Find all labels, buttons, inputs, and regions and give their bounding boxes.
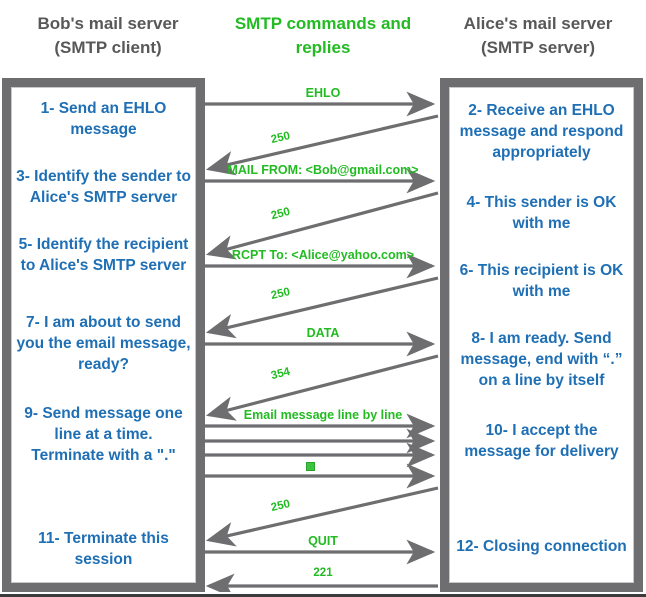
server-step-10: 10- I accept the message for delivery [464,422,619,460]
client-step-3: 3- Identify the sender to Alice's SMTP s… [16,168,191,206]
arrow-250-message-accepted [205,486,439,547]
server-step-8: 8- I am ready. Send message, end with “.… [460,330,623,389]
label-email-message: Email message line by line [243,408,403,422]
label-221: 221 [313,567,333,579]
arrow-250-rcpt-to [205,276,439,339]
bottom-rule [0,594,646,597]
client-step-7: 7- I am about to send you the email mess… [16,314,191,373]
server-step-4: 4- This sender is OK with me [466,194,617,232]
label-ehlo: EHLO [305,86,341,100]
dot-terminator-marker [306,462,315,471]
column-title-server-line2: (SMTP server) [480,38,595,57]
client-panel-inner: 1- Send an EHLO message 3- Identify the … [11,87,196,583]
server-panel: 2- Receive an EHLO message and respond a… [440,78,643,592]
column-title-server: Alice's mail server (SMTP server) [436,12,640,60]
label-mail-from: MAIL FROM: <Bob@gmail.com> [227,163,419,177]
column-title-client-line1: Bob's mail server [37,14,179,33]
server-step-12: 12- Closing connection [456,538,627,555]
server-step-6: 6- This recipient is OK with me [459,262,624,300]
label-rcpt-to: RCPT To: <Alice@yahoo.com> [231,248,415,262]
client-step-11: 11- Terminate this session [38,530,169,568]
label-data: DATA [306,326,340,340]
message-lane: EHLO 250 MAIL FROM: <Bob@gmail.com> 250 … [203,78,443,592]
client-step-1: 1- Send an EHLO message [40,100,167,138]
arrow-250-ehlo [205,114,439,176]
arrow-354 [205,354,439,421]
column-title-client-line2: (SMTP client) [54,38,162,57]
column-title-protocol-line1: SMTP commands and [234,14,412,33]
message-arrows [205,91,439,592]
column-title-server-line1: Alice's mail server [463,14,613,33]
server-panel-inner: 2- Receive an EHLO message and respond a… [449,87,634,583]
client-step-9: 9- Send message one line at a time. Term… [24,405,183,464]
client-panel: 1- Send an EHLO message 3- Identify the … [2,78,205,592]
client-step-5: 5- Identify the recipient to Alice's SMT… [18,236,189,274]
column-title-protocol-line2: replies [295,38,351,57]
arrow-250-mail-from [205,191,439,260]
server-step-2: 2- Receive an EHLO message and respond a… [459,102,624,161]
column-title-protocol: SMTP commands and replies [216,12,430,60]
column-title-client: Bob's mail server (SMTP client) [6,12,210,60]
label-quit: QUIT [308,534,338,548]
